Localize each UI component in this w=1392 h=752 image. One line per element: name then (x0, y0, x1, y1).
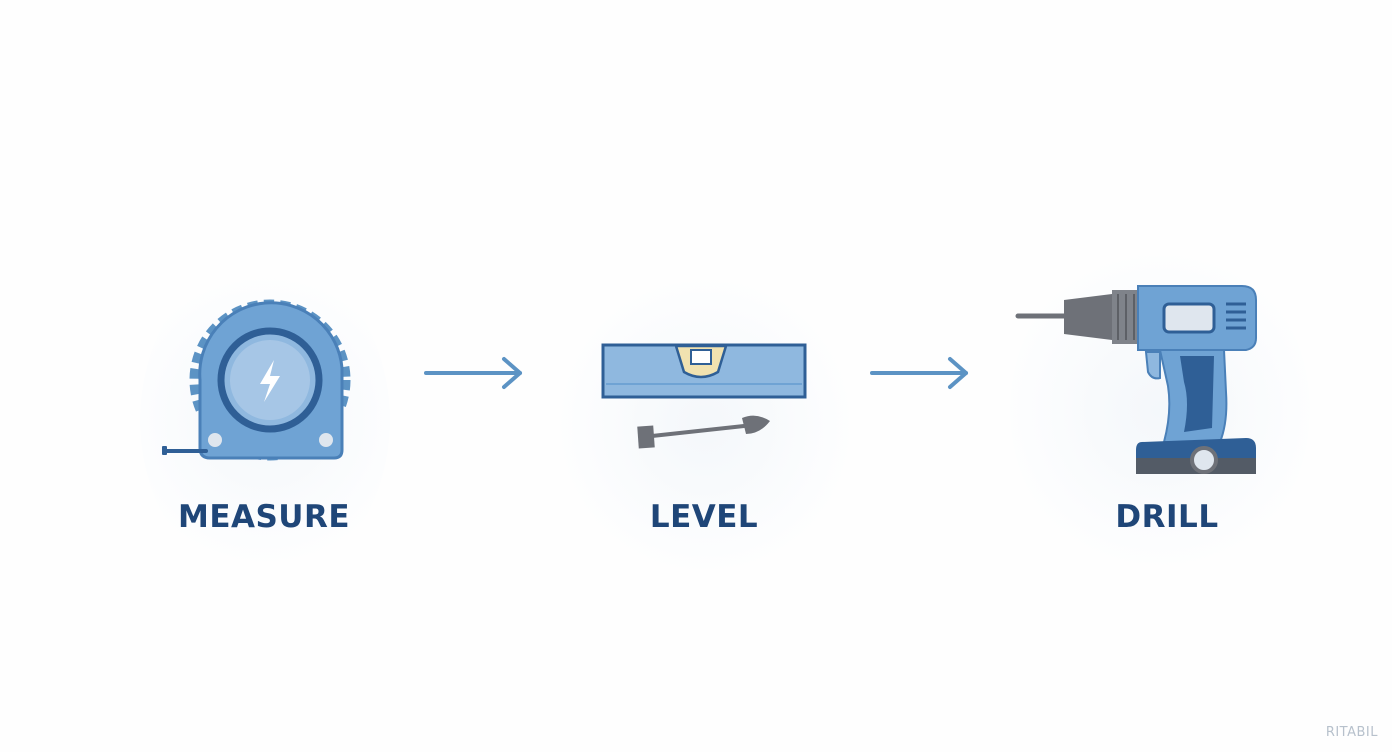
power-drill-icon (1015, 285, 1257, 474)
tape-measure-icon (162, 299, 351, 461)
step-label-level: LEVEL (649, 499, 759, 535)
step-label-measure: MEASURE (177, 499, 351, 535)
step-halo-level (560, 270, 850, 580)
watermark: RITABIL (1325, 725, 1378, 740)
arrow-right-icon (870, 357, 968, 389)
step-label-drill: DRILL (1115, 499, 1219, 535)
arrow-right-icon (424, 357, 522, 389)
spirit-level-icon (601, 343, 807, 449)
